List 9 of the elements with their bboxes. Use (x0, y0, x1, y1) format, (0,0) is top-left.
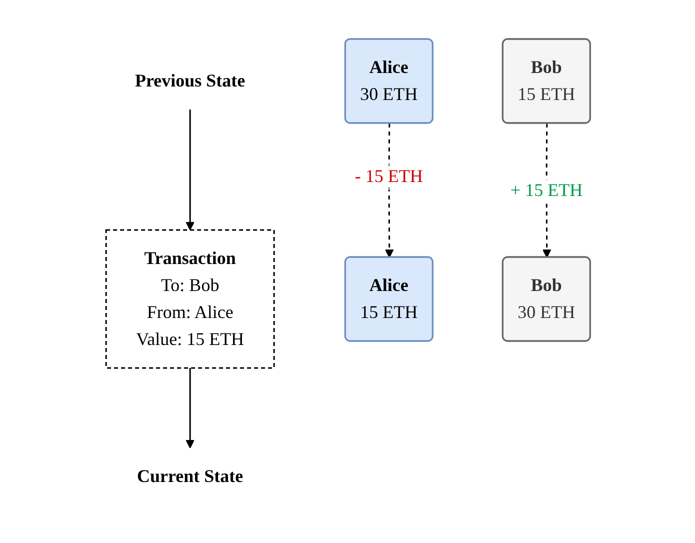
arrow (542, 123, 552, 258)
edge-label: + 15 ETH (510, 180, 582, 200)
arrow (384, 123, 394, 258)
node-text: Current State (136, 466, 244, 486)
node-box: Transaction To: Bob From: Alice Value: 15 ETH (105, 228, 275, 368)
edge-label: - 15 ETH (354, 166, 423, 186)
node-text: Previous State (134, 70, 246, 90)
arrow (186, 368, 194, 448)
arrow (186, 109, 194, 230)
